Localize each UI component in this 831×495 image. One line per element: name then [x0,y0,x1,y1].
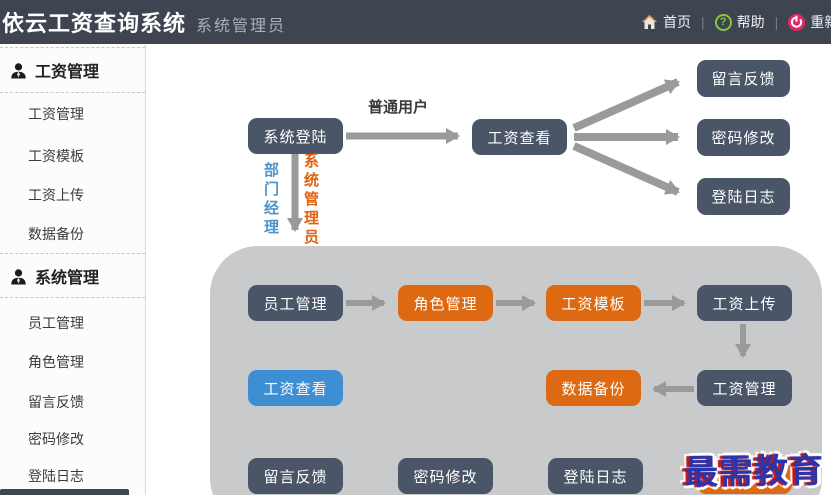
sidebar-item-salary-manage[interactable]: 工资管理 [28,106,84,122]
sidebar-item-feedback[interactable]: 留言反馈 [28,394,84,410]
flow-node-feedback: 留言反馈 [697,60,790,97]
flow-node-password-bottom: 密码修改 [398,458,493,494]
flow-node-login-log: 登陆日志 [697,178,790,215]
nav-home-label: 首页 [663,14,691,30]
sidebar-item-data-backup[interactable]: 数据备份 [28,226,84,242]
flow-node-salary-template: 工资模板 [546,285,641,321]
sidebar-section-system[interactable]: 系统管理 [10,264,99,288]
flow-node-data-backup: 数据备份 [546,370,641,406]
edge-label-dept-manager: 部门经理 [262,162,279,238]
edge-label-sys-admin: 系统管理员 [302,153,319,248]
divider [0,92,145,93]
sidebar-item-employee-manage[interactable]: 员工管理 [28,315,84,331]
nav-home[interactable]: 首页 [641,12,691,32]
flow-node-salary-upload: 工资上传 [697,285,792,321]
nav-relogin[interactable]: 重新登录 [788,12,831,32]
flow-node-role-manage: 角色管理 [398,285,493,321]
divider [0,47,145,48]
flow-node-salary-view-inner: 工资查看 [248,370,343,406]
sidebar-section-title: 系统管理 [35,270,100,287]
flow-node-feedback-bottom: 留言反馈 [248,458,343,494]
nav-relogin-label: 重新登录 [810,14,831,30]
nav-help[interactable]: ? 帮助 [714,12,765,32]
sidebar-section-title: 工资管理 [35,64,100,81]
sidebar-item-login-log[interactable]: 登陆日志 [28,468,84,484]
flow-node-log-bottom: 登陆日志 [548,458,643,494]
divider [0,297,145,298]
home-icon [642,15,657,29]
sidebar-item-salary-upload[interactable]: 工资上传 [28,187,84,203]
divider [0,253,145,254]
nav-separator: | [701,14,705,30]
person-icon [11,62,26,78]
sidebar-item-password-change[interactable]: 密码修改 [28,431,84,447]
sidebar-item-salary-template[interactable]: 工资模板 [28,148,84,164]
sidebar: 工资管理 工资管理 工资模板 工资上传 数据备份 系统管理 员工管理 角色管理 … [0,44,146,495]
sidebar-partial-row [0,489,129,495]
relogin-icon [788,13,806,31]
flow-node-employee-manage: 员工管理 [248,285,343,321]
flow-node-settings-bottom: 系统设置 [697,458,792,494]
sidebar-item-role-manage[interactable]: 角色管理 [28,354,84,370]
topbar: 依云工资查询系统 系统管理员 首页 | ? 帮助 | 重新登录 [0,0,831,44]
flow-node-system-login: 系统登陆 [248,118,343,154]
topnav: 首页 | ? 帮助 | 重新登录 [641,0,831,44]
nav-separator: | [774,14,779,30]
person-icon [11,268,26,284]
flow-node-password: 密码修改 [697,119,790,156]
help-icon: ? [714,13,732,31]
app-title: 依云工资查询系统 [2,11,187,36]
sidebar-section-salary[interactable]: 工资管理 [10,58,99,82]
nav-help-label: 帮助 [736,14,765,30]
flow-node-salary-view: 工资查看 [472,119,567,155]
edge-label-common-user: 普通用户 [368,99,429,116]
watermark-text: 最需教育 [683,450,825,494]
flow-node-salary-manage: 工资管理 [697,370,792,406]
current-role-label: 系统管理员 [196,18,287,35]
